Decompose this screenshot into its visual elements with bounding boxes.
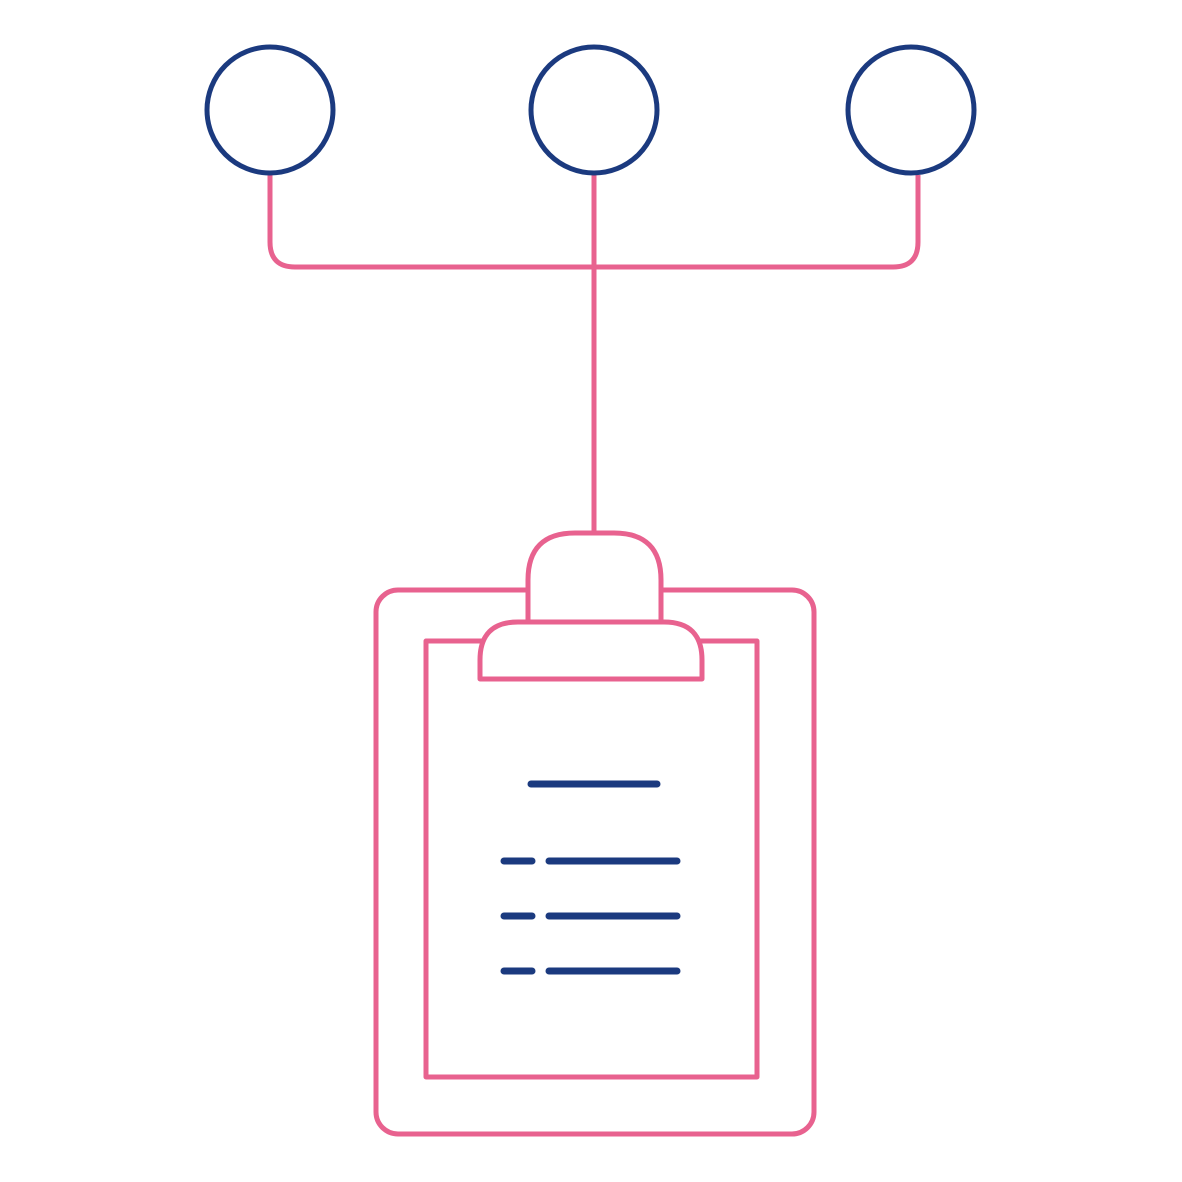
node-group xyxy=(204,44,977,176)
circle-node-icon xyxy=(528,44,660,176)
clipboard-icon xyxy=(373,530,817,1137)
clipboard-content xyxy=(500,780,681,975)
clipboard-clip-top xyxy=(525,530,664,625)
clipboard-clip-bottom xyxy=(477,619,705,682)
connector-right xyxy=(594,175,921,270)
circle-node-icon xyxy=(204,44,336,176)
circle-node-icon xyxy=(845,44,977,176)
connector-left xyxy=(267,175,594,270)
connector-tree xyxy=(267,175,921,533)
